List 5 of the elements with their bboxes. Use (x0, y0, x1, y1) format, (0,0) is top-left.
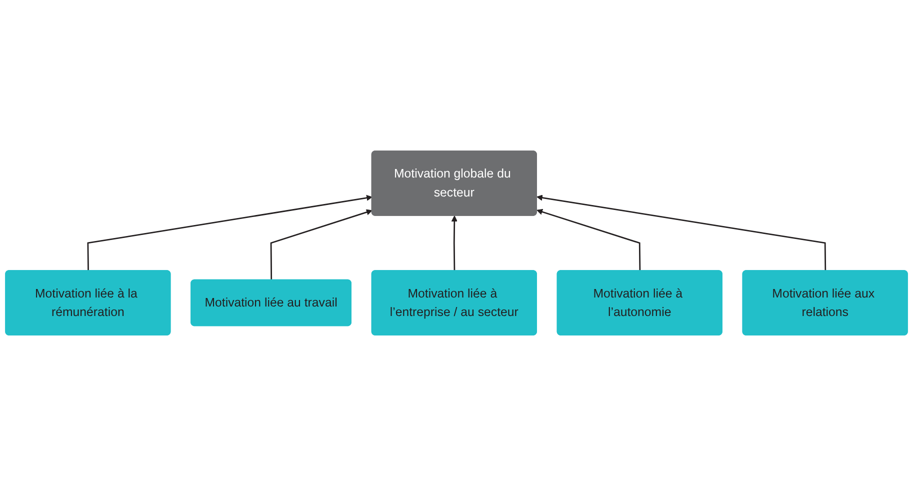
arrow (87, 194, 372, 271)
arrow (536, 194, 826, 271)
arrow (536, 208, 641, 271)
arrow (270, 209, 372, 280)
arrow (451, 216, 458, 271)
